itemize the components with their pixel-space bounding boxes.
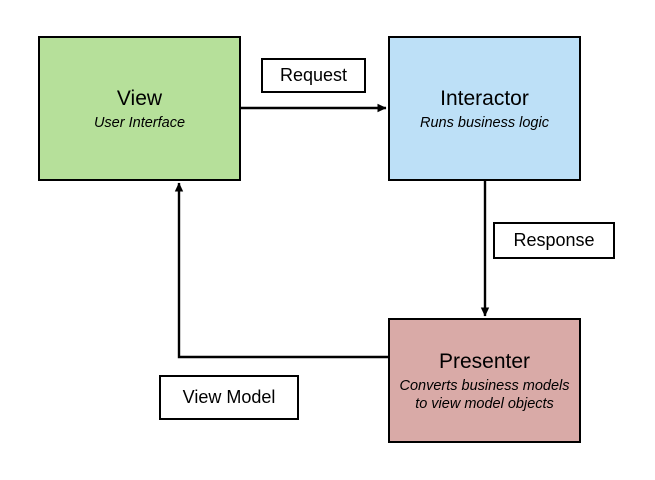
node-presenter-title: Presenter [438,349,531,373]
node-view-subtitle: User Interface [93,114,186,131]
edge-label-request[interactable]: Request [261,58,366,93]
edge-view-model [174,182,388,359]
node-view-title: View [116,86,163,110]
node-presenter[interactable]: Presenter Converts business models to vi… [388,318,581,443]
node-interactor-title: Interactor [440,86,529,110]
node-interactor-subtitle: Runs business logic [420,114,549,131]
node-view[interactable]: View User Interface [38,36,241,181]
node-interactor[interactable]: Interactor Runs business logic [388,36,581,181]
edge-label-response[interactable]: Response [493,222,615,259]
edge-label-view-model[interactable]: View Model [159,375,299,420]
node-presenter-subtitle: Converts business models to view model o… [399,377,570,412]
